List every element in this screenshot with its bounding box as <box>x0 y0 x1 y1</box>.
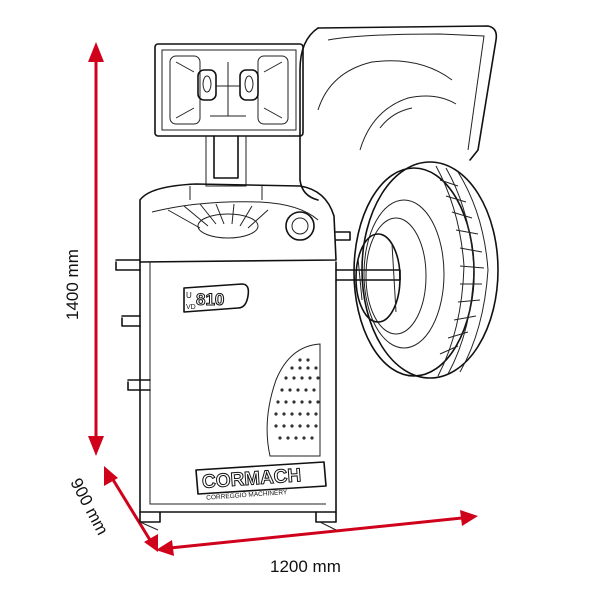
model-prefix: U <box>186 291 192 300</box>
speaker-grille <box>274 358 320 440</box>
width-dimension-label: 1200 mm <box>270 557 341 576</box>
tire <box>353 161 499 379</box>
height-dimension-arrow <box>88 42 104 456</box>
wheel-guard <box>299 25 498 201</box>
base-edge <box>139 521 337 531</box>
cabinet <box>115 183 337 523</box>
monitor-stand <box>189 135 263 200</box>
monitor <box>154 43 304 137</box>
model-number: 810 <box>196 290 224 309</box>
height-dimension-label: 1400 mm <box>63 249 82 320</box>
brand-logo: CORMACH CORREGGIO MACHINERY <box>195 461 327 502</box>
width-dimension-arrow <box>156 510 478 556</box>
depth-dimension-arrow <box>104 466 158 552</box>
model-badge: U VD 810 <box>183 283 250 313</box>
model-suffix: VD <box>186 304 196 311</box>
